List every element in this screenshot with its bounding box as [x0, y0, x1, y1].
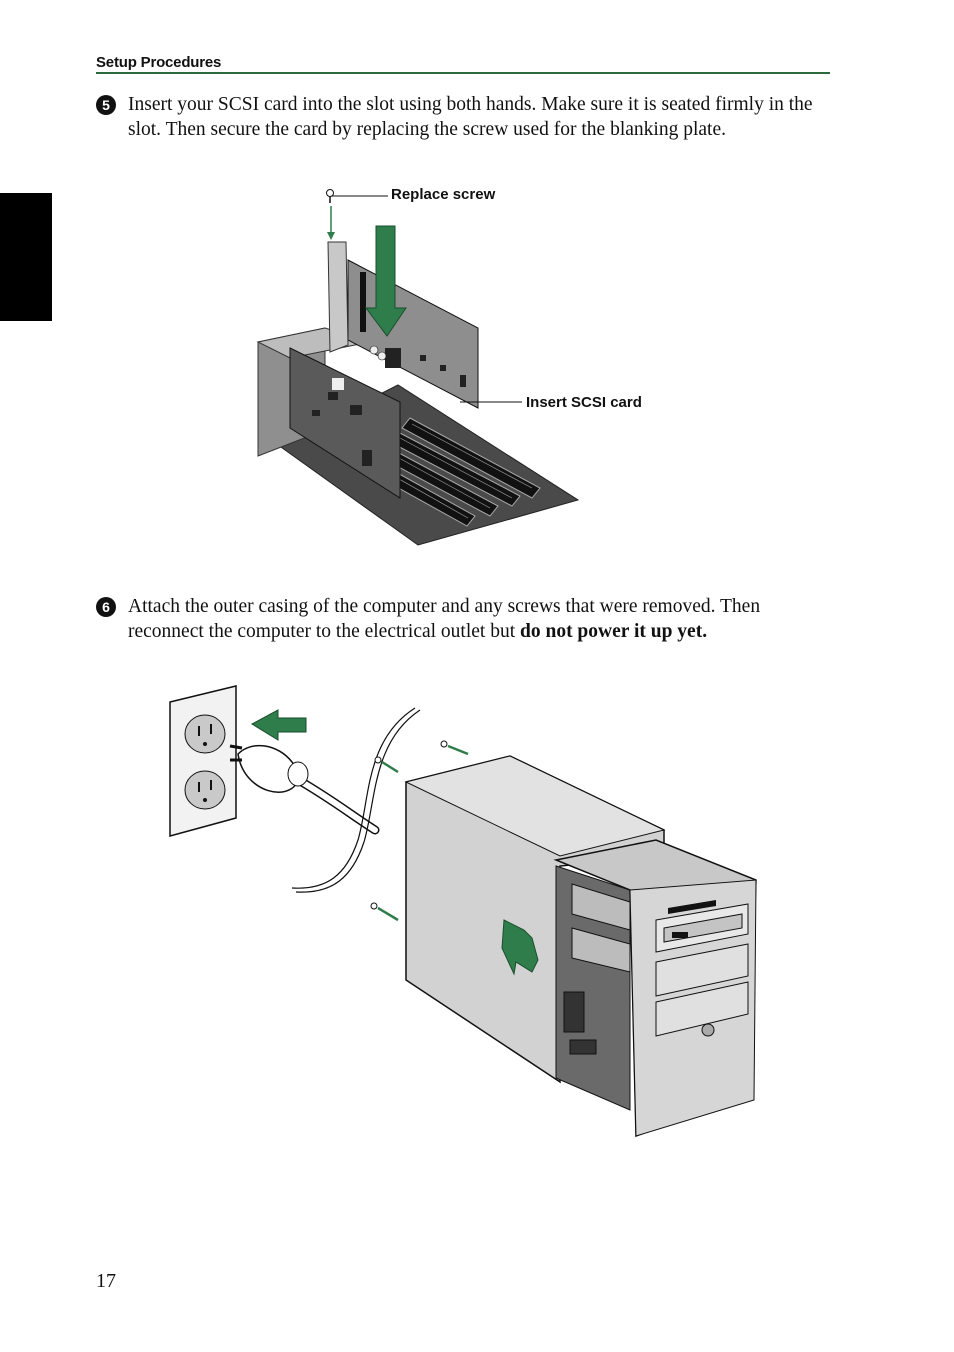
- drive-bay-blank: [655, 981, 749, 1037]
- callout-replace-screw: Replace screw: [391, 186, 496, 203]
- drive-bay-blank: [655, 943, 749, 997]
- plug-in-arrow: [250, 709, 307, 741]
- cdrom-eject-button: [672, 932, 688, 938]
- power-plug: [229, 744, 309, 793]
- screw-icon: [370, 902, 399, 922]
- step-6: 6 Attach the outer casing of the compute…: [96, 594, 826, 644]
- screw-icon: [326, 189, 334, 203]
- power-button: [701, 1023, 715, 1037]
- scsi-connector: [360, 272, 366, 332]
- step-6-text: Attach the outer casing of the computer …: [128, 596, 761, 642]
- screw-icon: [374, 756, 399, 774]
- reassemble-computer-illustration: [169, 685, 757, 1138]
- screw-icon: [440, 740, 469, 756]
- drive-bays-interior: [571, 883, 631, 973]
- insert-down-arrow: [365, 225, 407, 337]
- warning-emphasis: do not power it up yet.: [520, 621, 708, 642]
- wall-outlet: [169, 685, 237, 837]
- card-label-sticker: [332, 378, 344, 390]
- step-5: 5 Insert your SCSI card into the slot us…: [96, 92, 826, 142]
- step-5-text: Insert your SCSI card into the slot usin…: [128, 94, 813, 140]
- slide-casing-arrow: [501, 919, 539, 976]
- installed-expansion-card: [289, 347, 401, 499]
- chapter-thumb-tab: [0, 193, 52, 321]
- callout-insert-scsi-card: Insert SCSI card: [526, 394, 642, 411]
- page-number: 17: [96, 1270, 116, 1292]
- tower-front-bezel: [553, 839, 757, 1138]
- section-title: Setup Procedures: [96, 54, 830, 74]
- step-number-badge: 5: [96, 95, 116, 115]
- step-number-badge: 6: [96, 597, 116, 617]
- card-chips: [312, 392, 372, 466]
- floppy-slot: [668, 900, 716, 914]
- card-bracket: [327, 241, 349, 353]
- scsi-card-insertion-illustration: [256, 189, 580, 546]
